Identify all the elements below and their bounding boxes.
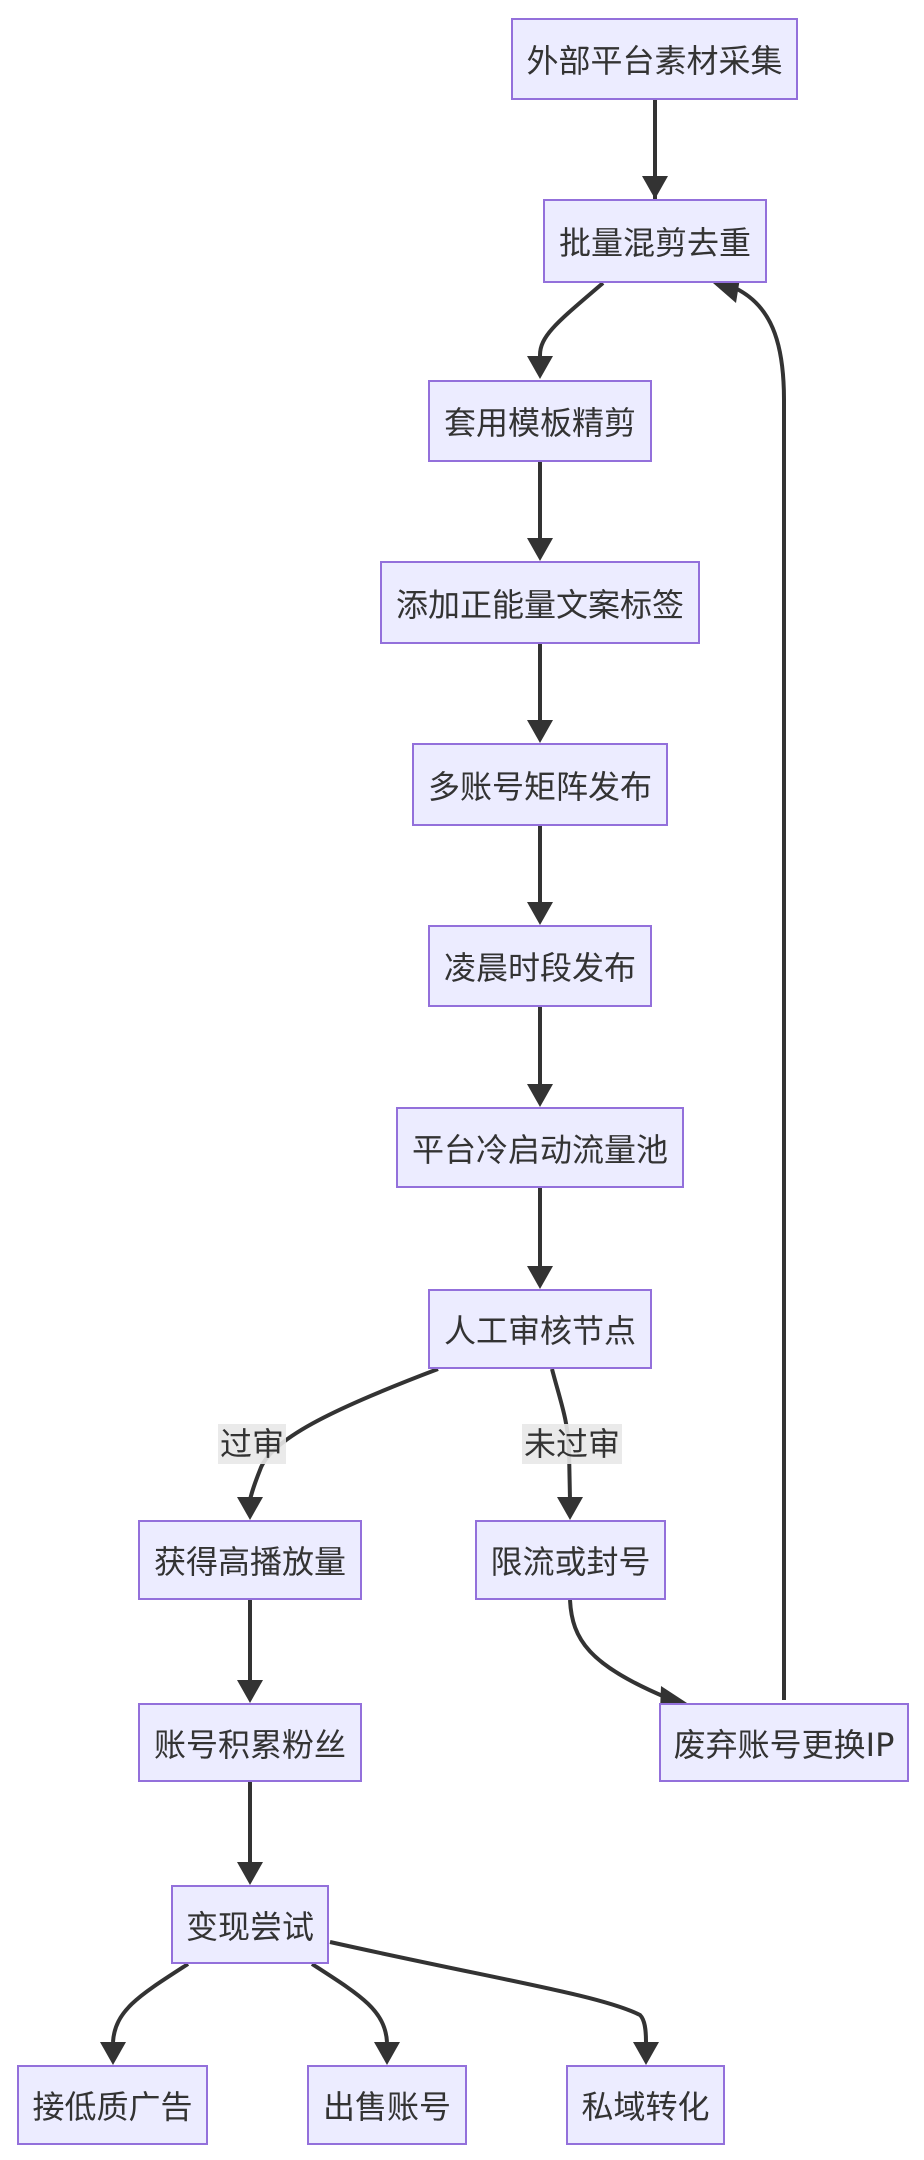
node-material-collection: 外部平台素材采集 bbox=[511, 18, 798, 100]
node-high-views: 获得高播放量 bbox=[138, 1520, 362, 1600]
node-label: 凌晨时段发布 bbox=[443, 949, 636, 987]
edge-n12-n2 bbox=[734, 286, 786, 1700]
node-monetize: 变现尝试 bbox=[171, 1885, 329, 1964]
node-label: 人工审核节点 bbox=[443, 1312, 636, 1350]
edge-n13-n15 bbox=[310, 1962, 389, 2043]
node-abandon-account: 废弃账号更换IP bbox=[659, 1703, 909, 1782]
edge-n13-n14 bbox=[111, 1962, 190, 2043]
node-label: 限流或封号 bbox=[490, 1543, 651, 1581]
node-label: 出售账号 bbox=[322, 2088, 451, 2126]
arrowhead-n4 bbox=[527, 538, 553, 561]
node-batch-remix: 批量混剪去重 bbox=[543, 199, 767, 283]
node-label: 废弃账号更换IP bbox=[673, 1725, 895, 1764]
arrowhead-n16 bbox=[633, 2042, 659, 2065]
node-label: 批量混剪去重 bbox=[558, 224, 751, 262]
arrowhead-n3 bbox=[527, 356, 553, 379]
edge-n10-n12 bbox=[568, 1599, 666, 1699]
node-throttle-ban: 限流或封号 bbox=[475, 1520, 666, 1600]
node-cold-start: 平台冷启动流量池 bbox=[396, 1107, 684, 1188]
arrowhead-n13 bbox=[237, 1862, 263, 1885]
node-private-traffic: 私域转化 bbox=[566, 2065, 725, 2145]
node-label: 多账号矩阵发布 bbox=[427, 767, 652, 806]
edge-label-fail: 未过审 bbox=[522, 1424, 623, 1464]
arrowhead-n11 bbox=[237, 1680, 263, 1703]
node-label: 获得高播放量 bbox=[153, 1543, 346, 1581]
node-gain-followers: 账号积累粉丝 bbox=[138, 1703, 362, 1782]
node-label: 接低质广告 bbox=[32, 2088, 193, 2126]
arrowhead-n10 bbox=[557, 1497, 583, 1520]
arrowhead-n9 bbox=[237, 1497, 263, 1520]
node-add-tags: 添加正能量文案标签 bbox=[380, 561, 700, 644]
node-early-morning: 凌晨时段发布 bbox=[428, 925, 652, 1007]
node-manual-review: 人工审核节点 bbox=[428, 1289, 652, 1369]
arrowhead-n7 bbox=[527, 1084, 553, 1107]
node-label: 账号积累粉丝 bbox=[153, 1725, 346, 1764]
node-label: 套用模板精剪 bbox=[443, 404, 636, 442]
edge-n13-n16 bbox=[329, 1940, 648, 2043]
arrowhead-n2-back bbox=[713, 278, 740, 303]
node-low-quality-ads: 接低质广告 bbox=[17, 2065, 208, 2145]
node-label: 私域转化 bbox=[581, 2088, 710, 2126]
arrowhead-n8 bbox=[527, 1266, 553, 1289]
node-sell-account: 出售账号 bbox=[307, 2065, 467, 2145]
node-label: 变现尝试 bbox=[185, 1907, 314, 1946]
node-label: 外部平台素材采集 bbox=[526, 42, 783, 80]
arrowhead-n15 bbox=[374, 2042, 400, 2065]
arrowhead-n14 bbox=[100, 2042, 126, 2065]
node-template-edit: 套用模板精剪 bbox=[428, 380, 652, 462]
node-label: 平台冷启动流量池 bbox=[411, 1130, 668, 1169]
node-matrix-publish: 多账号矩阵发布 bbox=[412, 743, 668, 826]
arrowhead-n6 bbox=[527, 902, 553, 925]
edge-n2-n3 bbox=[538, 281, 605, 356]
edge-label-pass: 过审 bbox=[218, 1424, 287, 1464]
arrowhead-n2 bbox=[642, 176, 668, 199]
node-label: 添加正能量文案标签 bbox=[395, 585, 684, 624]
arrowhead-n5 bbox=[527, 720, 553, 743]
